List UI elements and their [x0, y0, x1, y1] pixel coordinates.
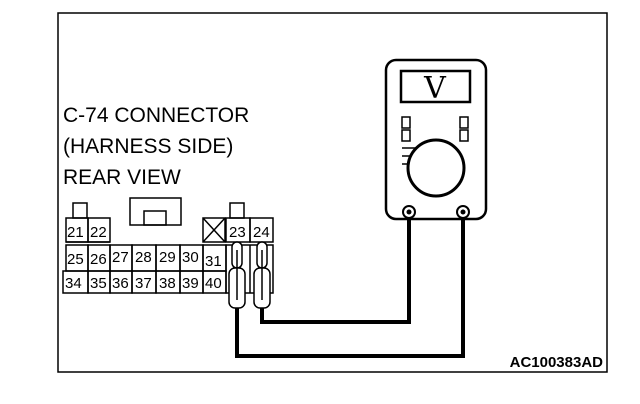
- rotary-dial: [406, 138, 466, 198]
- probe-pin-24: [253, 241, 271, 309]
- probe-leads: [235, 212, 465, 358]
- connector-latch-center-inner: [143, 210, 167, 226]
- figure-reference-code: AC100383AD: [510, 354, 604, 371]
- pin-label: 40: [205, 275, 222, 292]
- pin-label: 37: [135, 275, 152, 292]
- pin-label: 31: [205, 253, 222, 270]
- pin-label: 29: [159, 249, 176, 266]
- connector-latch-left: [72, 202, 88, 219]
- connector-title-line-1: C-74 CONNECTOR: [63, 104, 249, 127]
- pin-label: 25: [67, 251, 84, 268]
- pin-label: 27: [112, 249, 129, 266]
- voltage-symbol: V: [423, 71, 447, 106]
- connector-title-line-3: REAR VIEW: [63, 166, 181, 189]
- meter-indicator: [459, 129, 469, 142]
- pin-label: 35: [90, 275, 107, 292]
- pin-label: 21: [67, 224, 84, 241]
- lead-wire-pin-23: [235, 212, 465, 358]
- meter-indicator: [401, 129, 411, 142]
- pin-label: 28: [135, 249, 152, 266]
- probe-pin-23: [228, 241, 246, 309]
- connector-title-line-2: (HARNESS SIDE): [63, 135, 233, 158]
- pin-label: 38: [159, 275, 176, 292]
- pin-labels: 21 22 23 24 25 26 27 28 29 30 31 34 35 3…: [65, 224, 270, 292]
- pin-label: 22: [90, 224, 107, 241]
- pin-label: 34: [65, 275, 82, 292]
- test-probes: [228, 241, 271, 309]
- pin-label: 26: [90, 251, 107, 268]
- meter-display: [399, 69, 472, 104]
- pin-label: 23: [229, 224, 246, 241]
- pin-label: 30: [182, 249, 199, 266]
- figure-frame: [57, 12, 608, 373]
- pin-label: 39: [182, 275, 199, 292]
- meter-indicator: [459, 116, 469, 129]
- pin-label: 36: [112, 275, 129, 292]
- lead-wire-pin-24: [260, 212, 411, 324]
- voltmeter: V: [384, 58, 488, 221]
- connector-latch-right: [229, 202, 245, 219]
- meter-indicator: [401, 116, 411, 129]
- pin-label: 24: [253, 224, 270, 241]
